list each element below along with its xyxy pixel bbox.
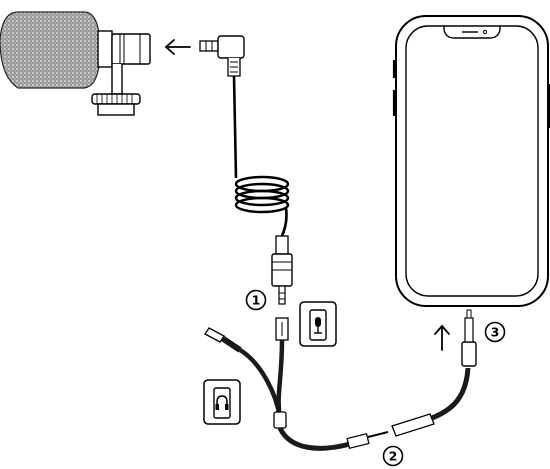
microphone-port-badge (299, 301, 337, 347)
mic-stand (111, 64, 123, 95)
mic-body (111, 33, 151, 65)
left-arrow-icon (164, 39, 191, 55)
coiled-cable (199, 35, 293, 305)
step-number: 1 (252, 293, 261, 308)
step-number: 2 (389, 449, 398, 464)
foam-windscreen (0, 11, 101, 89)
microphone-icon (309, 309, 327, 341)
step-marker-3: 3 (484, 321, 506, 343)
cold-shoe (97, 103, 135, 116)
phone-notch (443, 26, 501, 39)
shoe-nut (91, 93, 141, 105)
step-marker-2: 2 (382, 445, 404, 467)
mic-neck (97, 30, 113, 68)
headphone-port-badge (203, 379, 241, 425)
smartphone (392, 15, 550, 307)
lightning-adapter (391, 309, 477, 437)
microphone (0, 11, 151, 116)
splitter-cable (204, 317, 389, 451)
step-number: 3 (491, 325, 500, 340)
headphones-icon (213, 387, 231, 419)
up-arrow-icon (434, 324, 450, 351)
step-marker-1: 1 (245, 289, 267, 311)
